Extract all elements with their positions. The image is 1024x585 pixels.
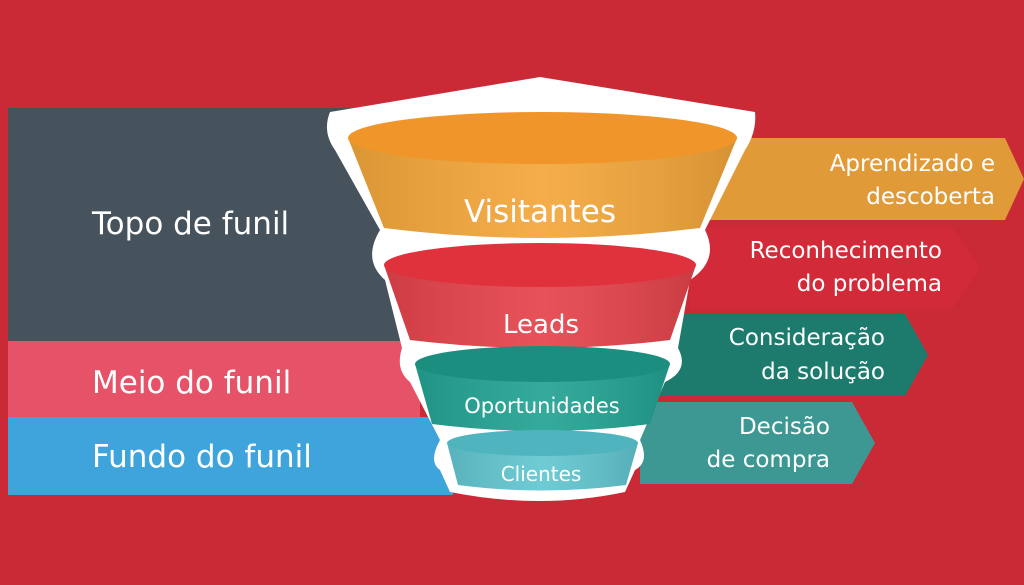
stage-label-topo: Topo de funil xyxy=(91,206,289,242)
meio-band xyxy=(8,341,420,417)
tier-visitantes xyxy=(348,112,737,238)
fundo-band xyxy=(8,417,453,495)
step-label-aprendizado-line1: Aprendizado e xyxy=(830,151,995,177)
arrow-decisao xyxy=(640,402,875,484)
tier-oportunidades xyxy=(415,346,670,431)
tier-leads xyxy=(384,243,696,348)
step-label-consideracao-line1: Consideração xyxy=(729,325,885,351)
arrow-aprendizado xyxy=(700,138,1024,220)
step-label-reconhecimento-line1: Reconhecimento xyxy=(750,238,942,264)
arrow-reconhecimento xyxy=(690,227,980,309)
tier-label-clientes: Clientes xyxy=(501,462,582,486)
step-label-consideracao-line2: da solução xyxy=(761,359,885,385)
tier-label-visitantes: Visitantes xyxy=(464,194,616,230)
step-label-decisao-line2: de compra xyxy=(707,447,830,473)
arrow-consideracao xyxy=(660,314,928,396)
tier-clientes xyxy=(447,430,638,491)
step-label-aprendizado-line2: descoberta xyxy=(866,184,995,210)
tier-label-oportunidades: Oportunidades xyxy=(464,394,619,418)
step-label-decisao-line1: Decisão xyxy=(739,414,830,440)
step-label-reconhecimento-line2: do problema xyxy=(797,271,942,297)
stage-label-meio: Meio do funil xyxy=(92,365,291,401)
stage-label-fundo: Fundo do funil xyxy=(92,439,312,475)
tier-label-leads: Leads xyxy=(503,310,579,340)
